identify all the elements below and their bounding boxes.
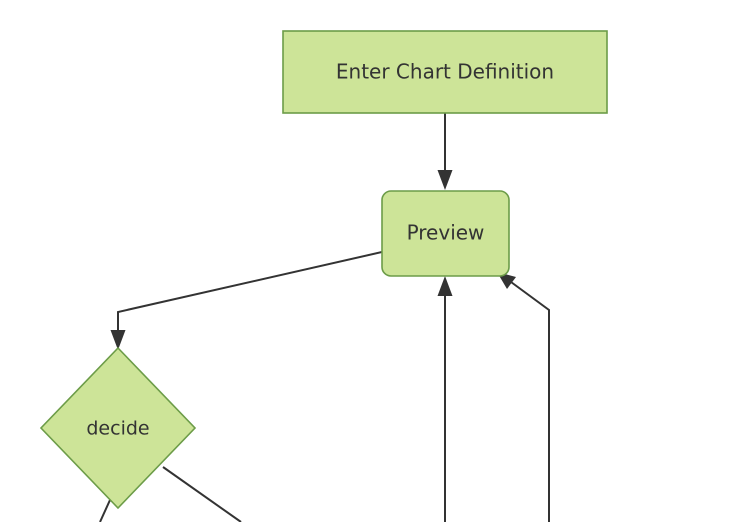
edge-line [510,281,550,522]
node-shape-rounded-rectangle[interactable] [381,190,510,277]
arrow-head-icon [437,276,453,296]
edge-line [99,499,111,522]
node-preview[interactable]: Preview [381,190,510,277]
node-label-decide: decide [86,418,149,440]
node-label-preview: Preview [407,221,485,245]
node-shape-rectangle[interactable] [282,30,608,114]
node-enter-chart-definition[interactable]: Enter Chart Definition [282,30,608,114]
edge-decide-right-out [162,466,242,522]
node-decide[interactable]: decide [39,346,197,510]
edge-line [117,251,383,337]
arrow-head-icon [437,170,453,190]
edge-left-return-to-preview [437,276,453,522]
edge-line [162,466,242,522]
edge-preview-to-decide [110,251,383,350]
node-shape-diamond[interactable] [39,346,197,510]
arrow-head-icon [110,330,126,350]
edge-enter-to-preview [437,113,453,190]
node-label-enter-chart-definition: Enter Chart Definition [336,60,554,84]
edge-decide-bottom-out [99,499,111,522]
edge-right-return-to-preview [497,272,550,522]
